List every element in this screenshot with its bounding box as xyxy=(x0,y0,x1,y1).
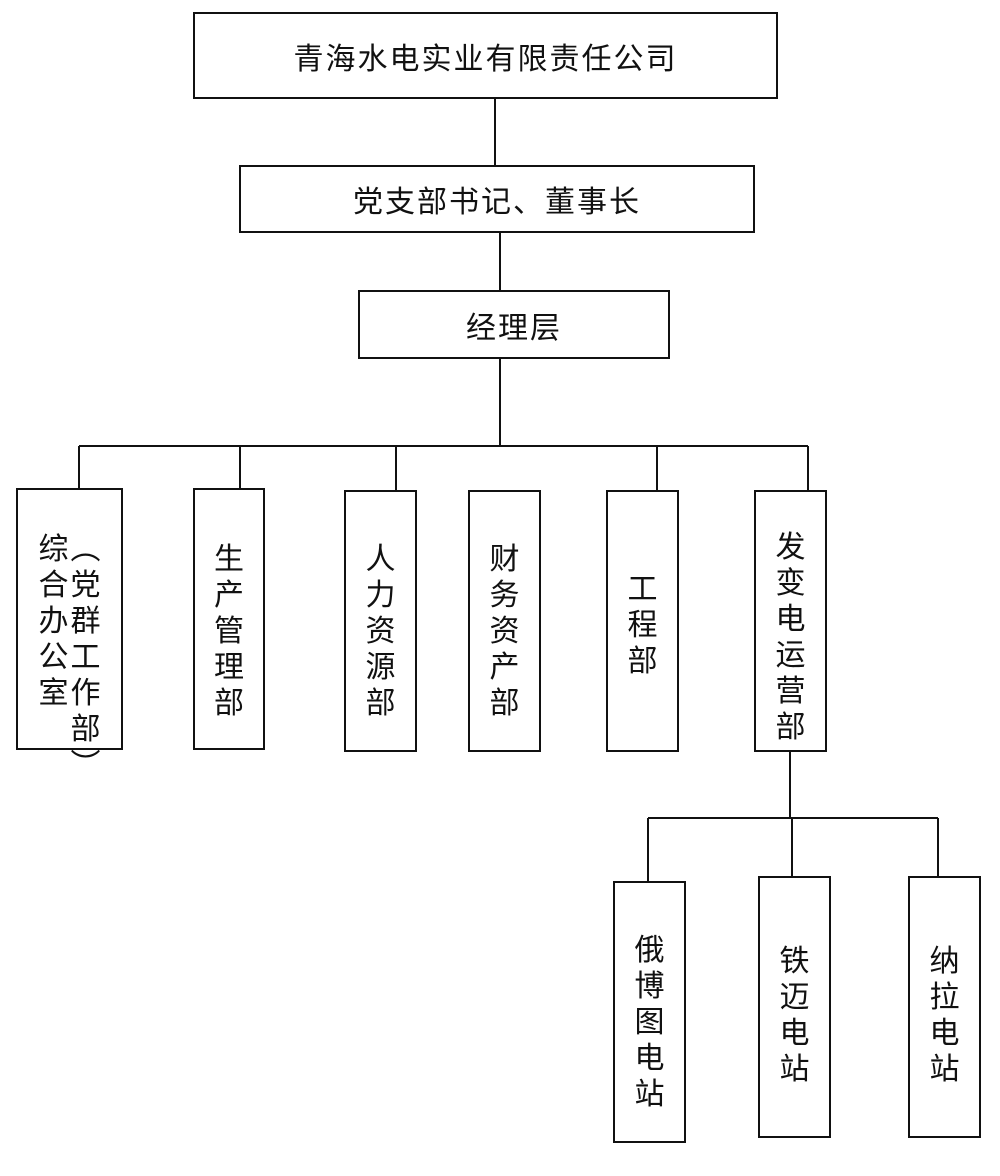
vertical-char: 图 xyxy=(634,1005,665,1040)
vertical-char: 程 xyxy=(627,608,658,643)
vertical-char: 务 xyxy=(489,578,520,613)
vertical-label-column: ︵党群工作部︶ xyxy=(71,532,101,784)
vertical-char: 站 xyxy=(634,1077,665,1112)
vertical-char: 俄 xyxy=(634,933,665,968)
vertical-char: 迈 xyxy=(779,980,810,1015)
vertical-char: ︵ xyxy=(70,532,101,567)
vertical-char: 产 xyxy=(214,578,244,613)
vertical-char: 群 xyxy=(70,604,101,639)
vertical-char: 室 xyxy=(38,676,69,711)
vertical-char: 营 xyxy=(775,674,806,709)
management-box: 经理层 xyxy=(358,290,670,359)
department-general-office: ︵党群工作部︶ 综合办公室 xyxy=(16,488,123,783)
vertical-char: 产 xyxy=(489,650,520,685)
vertical-label-column: 铁迈电站 xyxy=(780,944,810,1088)
vertical-char: 工 xyxy=(70,640,101,675)
vertical-char: 资 xyxy=(489,614,520,649)
vertical-char: 人 xyxy=(365,542,396,577)
vertical-char: 部 xyxy=(775,710,806,745)
vertical-char: 拉 xyxy=(929,980,960,1015)
vertical-char: 部 xyxy=(214,686,244,721)
vertical-char: 铁 xyxy=(779,944,810,979)
vertical-char: 运 xyxy=(775,638,806,673)
vertical-label-column: 工程部 xyxy=(628,572,658,680)
vertical-char: 办 xyxy=(38,604,69,639)
vertical-char: 工 xyxy=(627,572,658,607)
department-engineering: 工程部 xyxy=(606,490,679,752)
department-finance: 财务资产部 xyxy=(468,490,541,752)
vertical-char: 电 xyxy=(634,1041,665,1076)
vertical-char: 部 xyxy=(627,644,658,679)
leader-title: 党支部书记、董事长 xyxy=(353,185,641,220)
department-production: 生产管理部 xyxy=(193,488,265,750)
vertical-char: 管 xyxy=(214,614,244,649)
vertical-char: 变 xyxy=(775,566,806,601)
vertical-char: 电 xyxy=(779,1016,810,1051)
vertical-label-column: 俄博图电站 xyxy=(635,933,665,1113)
vertical-char: 力 xyxy=(365,578,396,613)
department-hr: 人力资源部 xyxy=(344,490,417,752)
vertical-char: 党 xyxy=(70,568,101,603)
vertical-char: 源 xyxy=(365,650,396,685)
vertical-char: 理 xyxy=(214,650,244,685)
vertical-label-column: 纳拉电站 xyxy=(930,944,960,1088)
vertical-char: 财 xyxy=(489,542,520,577)
vertical-char: ︶ xyxy=(70,748,101,783)
station-nala: 纳拉电站 xyxy=(908,876,981,1138)
company-name: 青海水电实业有限责任公司 xyxy=(293,41,678,77)
vertical-char: 站 xyxy=(929,1052,960,1087)
vertical-char: 部 xyxy=(70,712,101,747)
vertical-char: 部 xyxy=(489,686,520,721)
vertical-char: 作 xyxy=(70,676,101,711)
vertical-label-column: 综合办公室 xyxy=(39,532,69,712)
leader-box: 党支部书记、董事长 xyxy=(239,165,755,233)
vertical-char: 纳 xyxy=(929,944,960,979)
vertical-label-column: 生产管理部 xyxy=(214,542,244,722)
vertical-char: 合 xyxy=(38,568,69,603)
vertical-char: 公 xyxy=(38,640,69,675)
vertical-char: 博 xyxy=(634,969,665,1004)
company-box: 青海水电实业有限责任公司 xyxy=(193,12,778,99)
station-tiemai: 铁迈电站 xyxy=(758,876,831,1138)
vertical-label-column: 财务资产部 xyxy=(490,542,520,722)
vertical-char: 发 xyxy=(775,530,806,565)
department-operations: 发变电运营部 xyxy=(754,490,827,752)
vertical-char: 电 xyxy=(929,1016,960,1051)
vertical-label-column: 发变电运营部 xyxy=(776,530,806,746)
vertical-char: 站 xyxy=(779,1052,810,1087)
station-eboto: 俄博图电站 xyxy=(613,881,686,1143)
vertical-char: 资 xyxy=(365,614,396,649)
management-title: 经理层 xyxy=(466,310,562,346)
vertical-char: 生 xyxy=(214,542,244,577)
vertical-char: 综 xyxy=(38,532,69,567)
vertical-label-column: 人力资源部 xyxy=(366,542,396,722)
vertical-char: 电 xyxy=(775,602,806,637)
vertical-char: 部 xyxy=(365,686,396,721)
